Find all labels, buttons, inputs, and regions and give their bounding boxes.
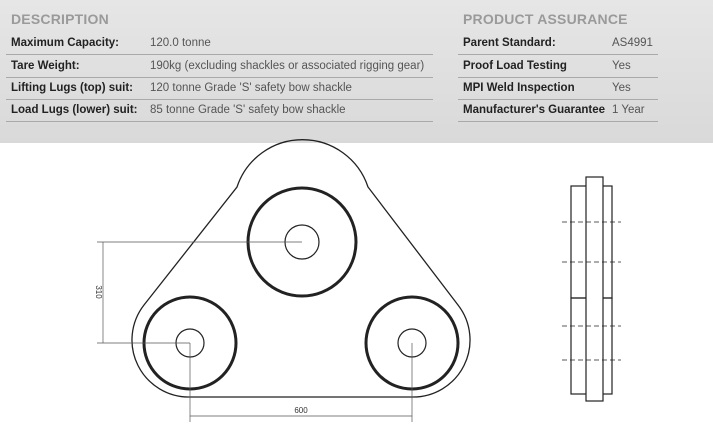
assurance-value: 1 Year (612, 104, 645, 116)
assurance-value: Yes (612, 60, 631, 72)
assurance-row: Parent Standard: AS4991 (458, 32, 658, 55)
spec-row: Lifting Lugs (top) suit: 120 tonne Grade … (6, 77, 433, 100)
dimension-lines (97, 241, 413, 422)
spec-label: Maximum Capacity: (11, 37, 120, 49)
assurance-value: Yes (612, 82, 631, 94)
assurance-row: Manufacturer's Guarantee 1 Year (458, 99, 658, 122)
plate-outline (131, 139, 471, 398)
spec-value: 190kg (excluding shackles or associated … (150, 60, 425, 72)
description-heading: DESCRIPTION (11, 11, 109, 27)
spec-label: Load Lugs (lower) suit: (11, 104, 138, 116)
spec-label: Lifting Lugs (top) suit: (11, 82, 133, 94)
side-view (562, 176, 621, 402)
spec-value: 85 tonne Grade 'S' safety bow shackle (150, 104, 346, 116)
assurance-label: Manufacturer's Guarantee (463, 104, 606, 116)
assurance-row: Proof Load Testing Yes (458, 55, 658, 78)
spec-row: Load Lugs (lower) suit: 85 tonne Grade 'S… (6, 99, 433, 122)
assurance-row: MPI Weld Inspection Yes (458, 77, 658, 100)
assurance-value: AS4991 (612, 37, 653, 49)
assurance-label: Proof Load Testing (463, 60, 567, 72)
dimension-horizontal-label: 600 (294, 406, 308, 415)
dimension-vertical-label: 310 (94, 285, 103, 299)
spec-value: 120 tonne Grade 'S' safety bow shackle (150, 82, 352, 94)
spec-label: Tare Weight: (11, 60, 80, 72)
assurance-label: Parent Standard: (463, 37, 556, 49)
spec-row: Maximum Capacity: 120.0 tonne (6, 32, 433, 55)
spec-panel: DESCRIPTION Maximum Capacity: 120.0 tonne… (0, 0, 713, 143)
spec-value: 120.0 tonne (150, 37, 211, 49)
spec-row: Tare Weight: 190kg (excluding shackles or… (6, 55, 433, 78)
assurance-heading: PRODUCT ASSURANCE (463, 11, 628, 27)
assurance-label: MPI Weld Inspection (463, 82, 575, 94)
